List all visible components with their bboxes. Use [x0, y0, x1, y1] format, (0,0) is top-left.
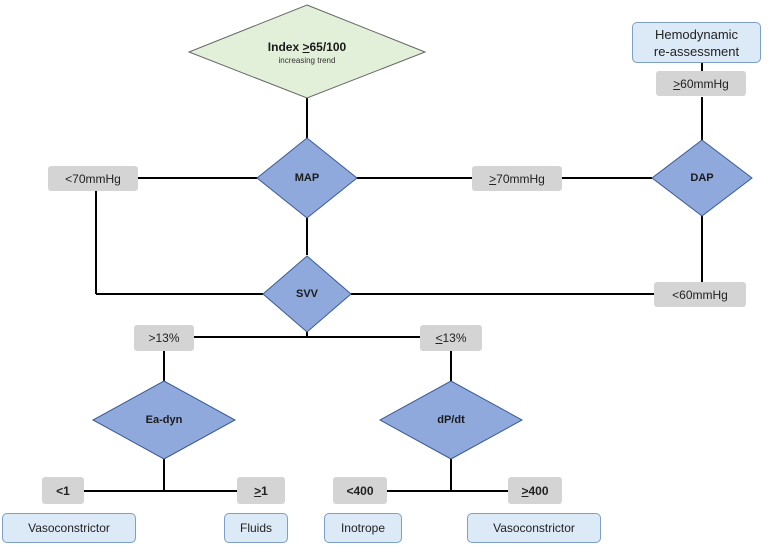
start-index-diamond	[187, 4, 427, 99]
map-high-symbol: >	[489, 171, 497, 186]
map-decision-diamond	[256, 137, 358, 219]
ea-high-value: 1	[261, 483, 268, 498]
dpdt-decision-diamond	[378, 380, 524, 460]
dap-high-value: 60mmHg	[680, 76, 729, 91]
dpdt-high-symbol: >	[521, 483, 529, 498]
svv-low-value: 13%	[442, 331, 467, 345]
inotrope-box: Inotrope	[324, 513, 402, 543]
fluids-box: Fluids	[224, 513, 288, 543]
svv-low-symbol: <	[435, 331, 443, 345]
ea-low-tag: <1	[42, 477, 84, 504]
map-high-value: 70mmHg	[496, 171, 545, 186]
map-low-tag: <70mmHg	[48, 166, 138, 191]
dpdt-high-tag: >400	[508, 477, 562, 504]
vasoconstrictor-right-box: Vasoconstrictor	[467, 513, 601, 543]
eadyn-decision-diamond	[91, 380, 237, 460]
svv-low-tag: <13%	[420, 325, 482, 351]
map-high-tag: >70mmHg	[472, 166, 562, 191]
dap-high-tag: >60mmHg	[656, 71, 746, 96]
dap-high-symbol: >	[673, 76, 681, 91]
reassessment-line1: Hemodynamic	[654, 26, 739, 42]
vasoconstrictor-left-box: Vasoconstrictor	[2, 513, 136, 543]
reassessment-line2: re-assessment	[653, 43, 740, 59]
ea-high-tag: >1	[237, 477, 285, 504]
ea-high-symbol: >	[254, 483, 262, 498]
svv-high-tag: >13%	[134, 325, 194, 351]
dpdt-low-tag: <400	[333, 477, 387, 504]
dap-low-tag: <60mmHg	[654, 282, 746, 307]
dpdt-high-value: 400	[528, 483, 549, 498]
reassessment-box: Hemodynamic re-assessment	[632, 22, 761, 63]
dap-decision-diamond	[651, 139, 753, 217]
svv-decision-diamond	[262, 255, 352, 333]
